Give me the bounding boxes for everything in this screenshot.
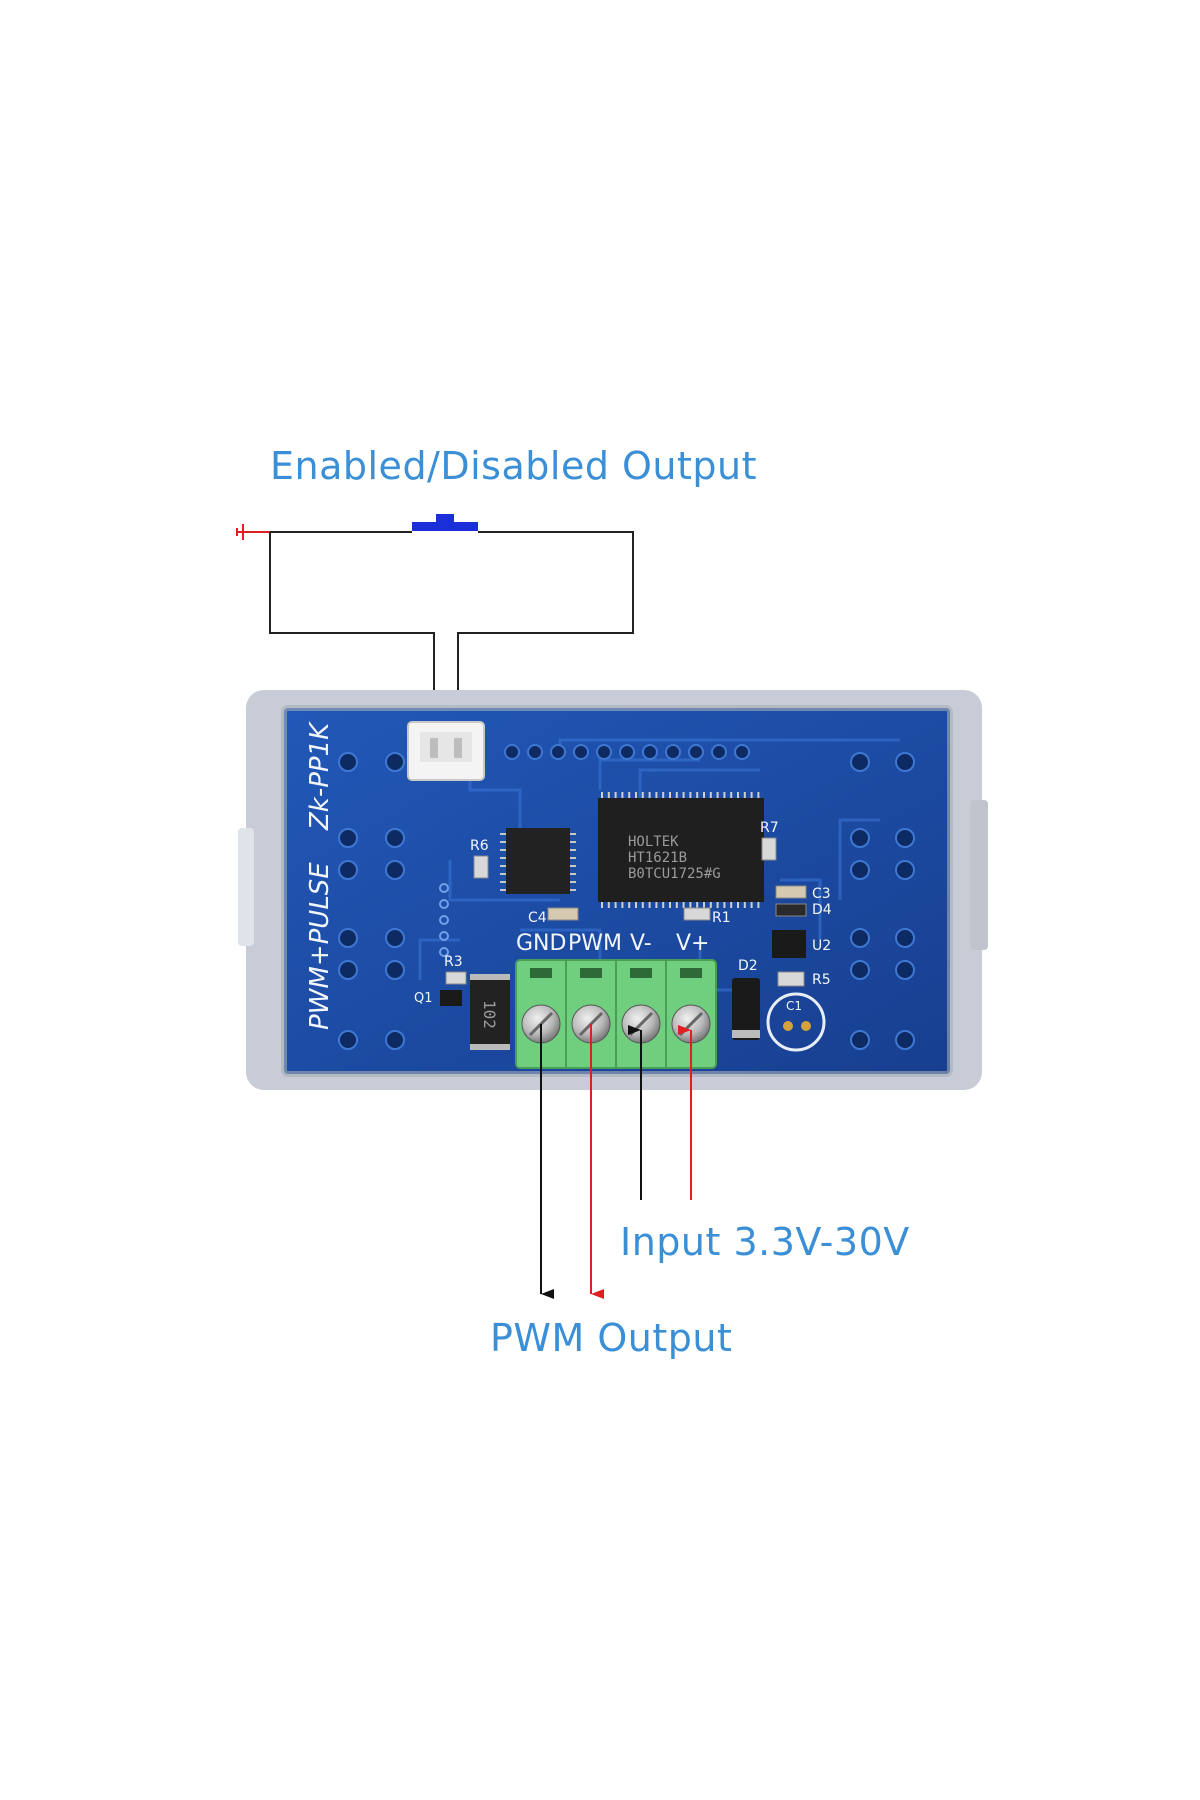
board-name-label: PWM+PULSE (305, 862, 335, 1030)
enable-output-label: Enabled/Disabled Output (270, 444, 758, 488)
capacitor-c3 (775, 885, 807, 899)
terminal-label-gnd: GND (516, 931, 566, 956)
transistor-q1 (440, 990, 462, 1006)
via-column (439, 883, 449, 957)
ground-symbol-icon (236, 524, 270, 540)
label-q1: Q1 (414, 991, 433, 1006)
module-board: HOLTEK HT1621B B0TCU1725#G PWM+PULSE Zk-… (238, 690, 988, 1090)
terminal-label-pwm: PWM (568, 931, 622, 956)
board-model-label: Zk-PP1K (305, 721, 335, 831)
capacitor-c1: C1 (766, 992, 826, 1052)
case-tab-left (238, 828, 254, 946)
terminal-label-vminus: V- (630, 931, 652, 956)
chip-line1: HOLTEK (628, 834, 679, 850)
label-r7: R7 (760, 820, 779, 836)
resistor-r1 (683, 907, 711, 921)
label-r6: R6 (470, 838, 489, 854)
label-u2: U2 (812, 938, 831, 954)
label-102: 102 (480, 1000, 499, 1029)
pads-left (338, 752, 915, 1050)
pwm-output-label: PWM Output (490, 1316, 733, 1360)
regulator-u2 (772, 930, 806, 958)
label-r3: R3 (444, 954, 463, 970)
resistor-r3 (445, 971, 467, 985)
label-d4: D4 (812, 902, 832, 918)
resistor-r7 (761, 837, 777, 861)
pcb-traces (418, 738, 900, 992)
case-tab-right (970, 800, 988, 950)
label-c1: C1 (786, 999, 802, 1013)
terminal-label-vplus: V+ (676, 931, 709, 956)
pin-header-top (504, 744, 750, 760)
push-button-icon (412, 514, 478, 531)
capacitor-c4 (547, 907, 579, 921)
enable-connector (407, 721, 485, 781)
resistor-102: 102 (470, 974, 510, 1050)
small-ic-chip (500, 828, 576, 894)
diode-d4 (775, 903, 807, 917)
label-c3: C3 (812, 886, 831, 902)
resistor-r6 (473, 855, 489, 879)
chip-line2: HT1621B (628, 850, 687, 866)
terminal-wires (540, 1024, 692, 1299)
label-c4: C4 (528, 910, 547, 926)
label-r1: R1 (712, 910, 731, 926)
chip-line3: B0TCU1725#G (628, 866, 721, 882)
label-r5: R5 (812, 972, 831, 988)
switch-circuit (236, 514, 634, 715)
main-ic-chip: HOLTEK HT1621B B0TCU1725#G (598, 792, 764, 908)
diode-d2 (732, 978, 760, 1040)
resistor-r5 (777, 971, 805, 987)
input-voltage-label: Input 3.3V-30V (620, 1220, 910, 1264)
switch-wires (269, 531, 634, 715)
label-d2: D2 (738, 958, 758, 974)
terminal-block (515, 959, 717, 1069)
